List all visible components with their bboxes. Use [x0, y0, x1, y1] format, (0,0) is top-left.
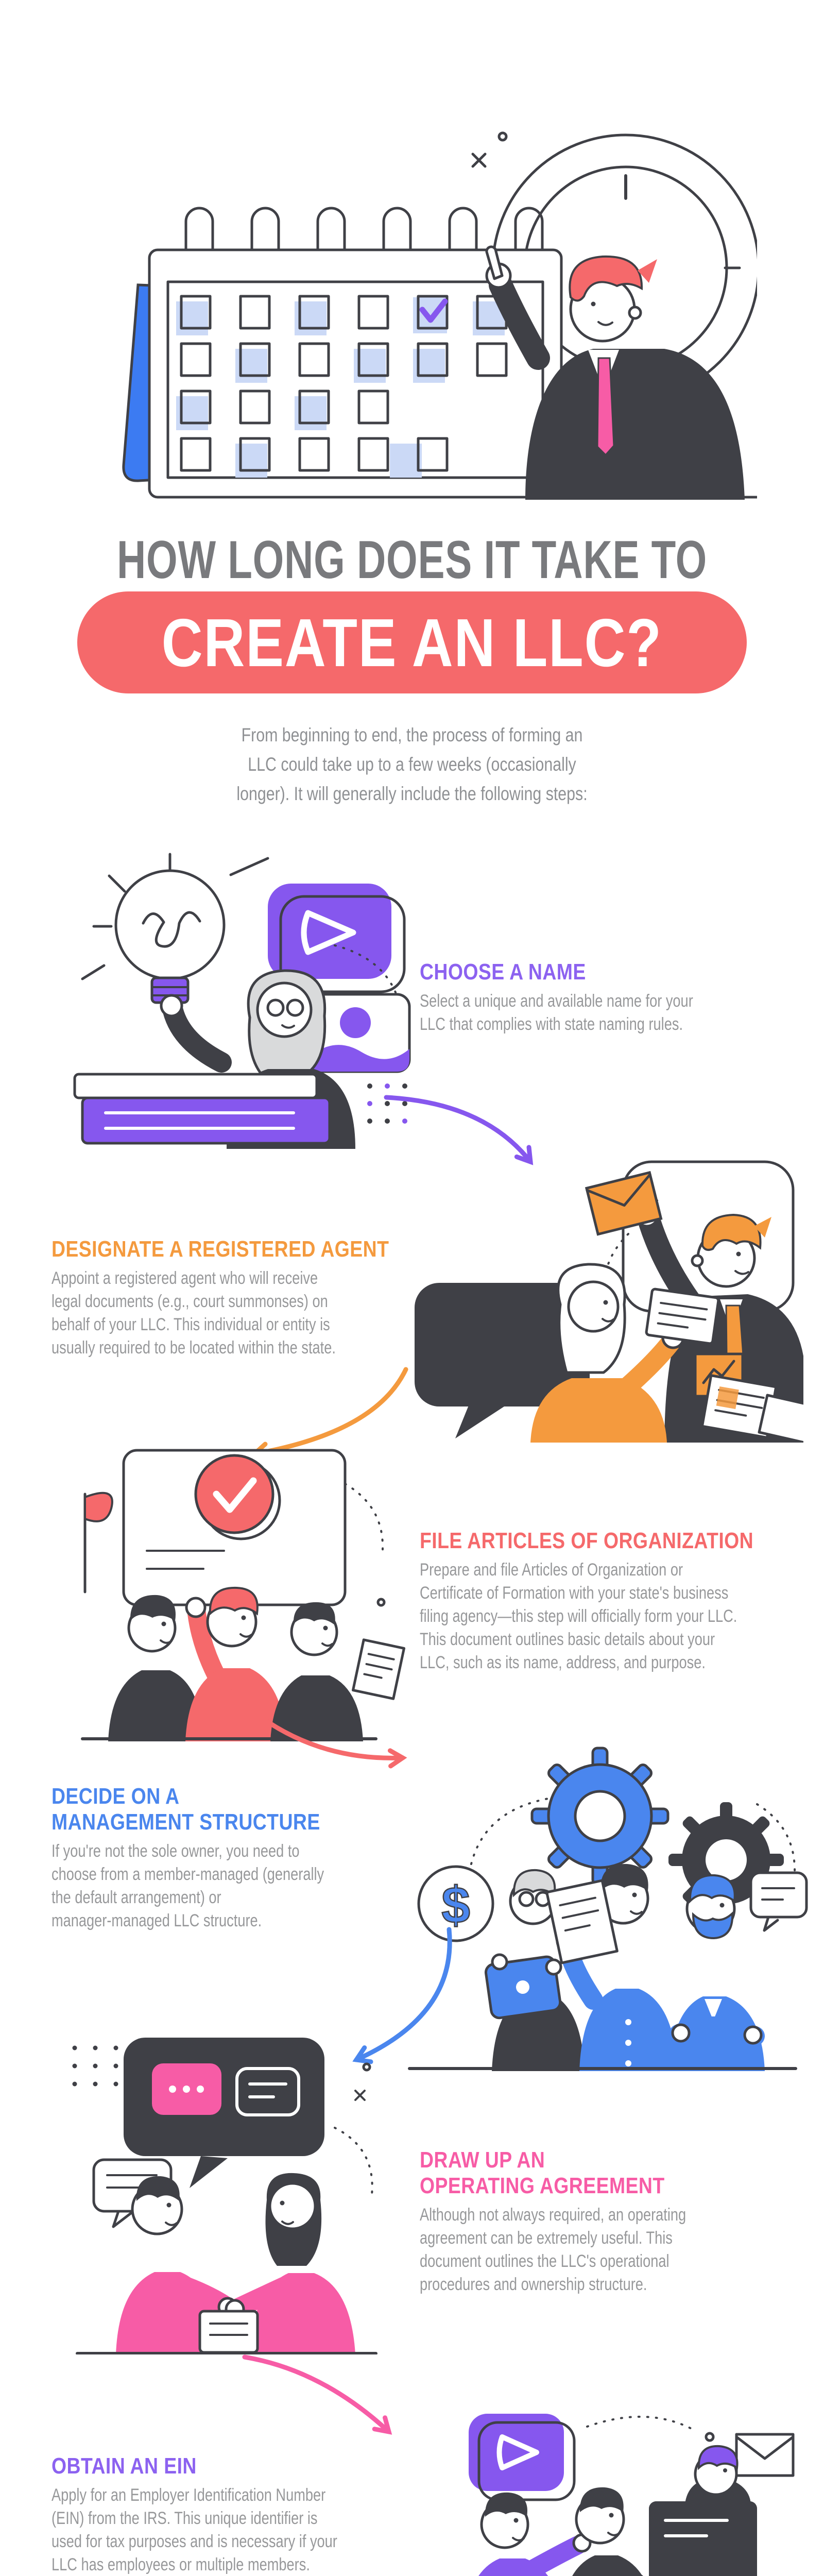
connector-arrow-orange-1: [250, 1367, 408, 1462]
title-pill-text: CREATE AN LLC?: [161, 604, 663, 681]
step-1-description: Select a unique and available name for y…: [420, 991, 693, 1034]
desk-computer-scene: [469, 2414, 795, 2576]
mail-agent-scene: [415, 1160, 803, 1443]
connector-arrow-pink-1: [242, 2354, 392, 2435]
step-6-title: OBTAIN AN EIN: [52, 2453, 197, 2479]
step-1-title: CHOOSE A NAME: [420, 959, 586, 985]
speech-bubble-icon: [749, 1871, 808, 1919]
step-2-title: DESIGNATE A REGISTERED AGENT: [52, 1236, 389, 1262]
dollar-coin-icon: [417, 1865, 494, 1942]
play-icon: [301, 910, 356, 955]
title-pill: CREATE AN LLC?: [77, 591, 747, 693]
play-icon: [496, 2434, 539, 2470]
step-1-text: CHOOSE A NAME Select a unique and availa…: [420, 959, 780, 1036]
team-figures: [108, 1586, 363, 1741]
woman-with-letter: [530, 1263, 720, 1443]
page-title: HOW LONG DOES IT TAKE TO: [116, 530, 708, 590]
intro-paragraph: From beginning to end, the process of fo…: [236, 724, 588, 804]
step-2-description: Appoint a registered agent who will rece…: [52, 1268, 336, 1358]
check-icon: [213, 1477, 257, 1513]
header-calendar-clock-illustration: [122, 131, 757, 500]
checklist-team-scene: [81, 1449, 406, 1741]
header-man-figure: [485, 245, 745, 500]
gears-team-scene: $: [408, 1747, 808, 2071]
connector-arrow-blue-1: [352, 1927, 452, 2064]
connector-arrow-purple-1: [384, 1095, 534, 1165]
step-3-title: FILE ARTICLES OF ORGANIZATION: [420, 1528, 754, 1553]
step-5-description: Although not always required, an operati…: [420, 2205, 686, 2294]
calendar-check-icon: [419, 298, 448, 323]
red-hair: [569, 255, 643, 302]
discussion-agreement-scene: [72, 2038, 377, 2354]
dots-grid: [72, 2045, 139, 2087]
idea-lightbulb-scene: [73, 853, 411, 1149]
chat-bubble-outline-icon: [235, 2067, 300, 2116]
envelope-icon: [735, 2433, 795, 2477]
dots-grid: [367, 1083, 407, 1124]
step-4-description: If you're not the sole owner, you need t…: [52, 1841, 324, 1930]
step-3-text: FILE ARTICLES OF ORGANIZATION Prepare an…: [420, 1528, 780, 1674]
gear-blue-icon: [530, 1747, 670, 1886]
step-6-text: OBTAIN AN EIN Apply for an Employer Iden…: [52, 2453, 412, 2576]
step-3-description: Prepare and file Articles of Organizatio…: [420, 1560, 737, 1672]
svg-text:$: $: [441, 1876, 470, 1934]
step-6-description: Apply for an Employer Identification Num…: [52, 2485, 337, 2574]
three-people-blue: [484, 1863, 765, 2071]
connector-arrow-red-1: [216, 1677, 407, 1769]
step-2-text: DESIGNATE A REGISTERED AGENT Appoint a r…: [52, 1236, 412, 1360]
